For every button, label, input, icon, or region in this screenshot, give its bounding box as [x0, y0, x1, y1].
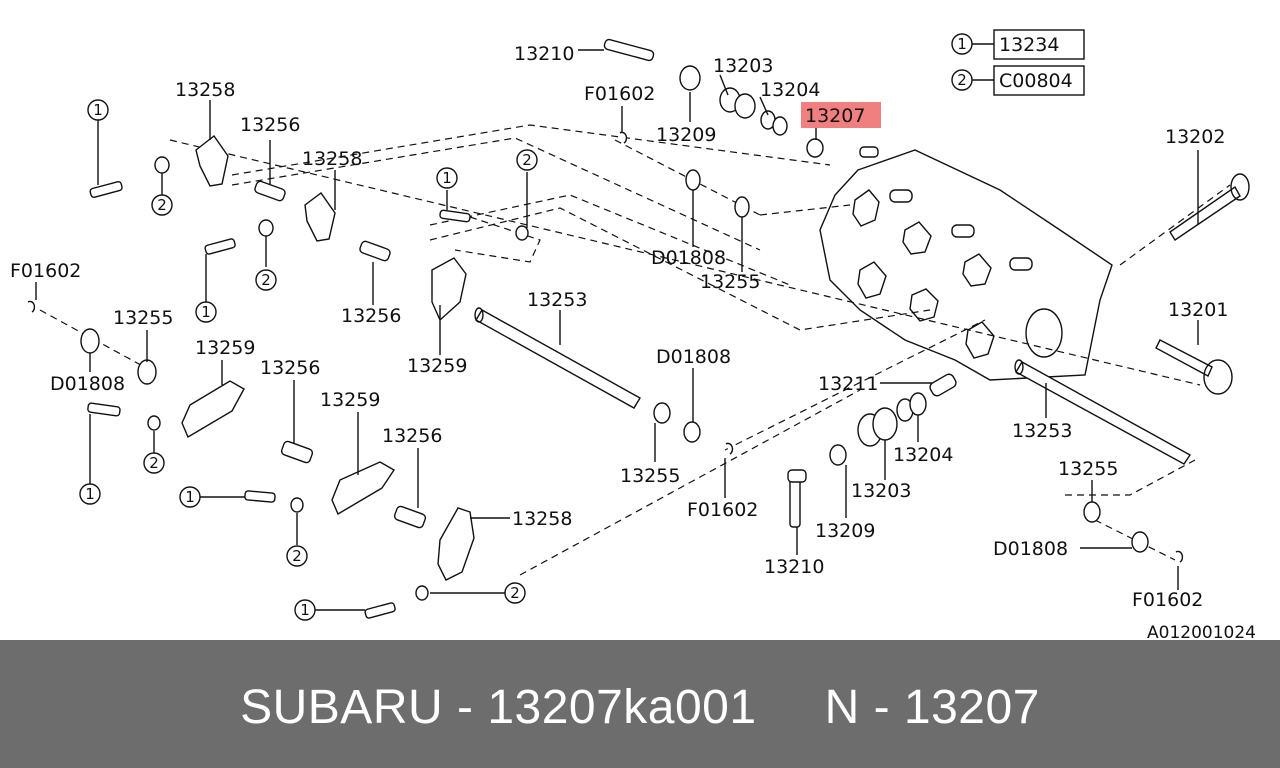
- separator: -: [443, 681, 488, 734]
- legend-part-1: 13234: [999, 34, 1059, 56]
- label-13256-low2: 13256: [382, 425, 442, 447]
- label-13203-low: 13203: [851, 480, 911, 502]
- spring-train-top: [603, 38, 824, 218]
- exploded-parts-diagram: 1 13234 2 C00804: [10, 29, 1256, 640]
- label-13259-mid: 13259: [407, 355, 467, 377]
- banner-text: SUBARU - 13207ka001 N - 13207: [0, 680, 1280, 735]
- marker-1: 1: [300, 601, 310, 619]
- label-13209-top: 13209: [656, 124, 716, 146]
- marker-2: 2: [149, 454, 159, 472]
- marker-1: 1: [201, 303, 211, 321]
- marker-1: 1: [442, 169, 452, 187]
- label-13211: 13211: [818, 373, 878, 395]
- valves: [1155, 173, 1250, 395]
- label-13201: 13201: [1168, 299, 1228, 321]
- label-13210-low: 13210: [764, 556, 824, 578]
- label-13256-mid: 13256: [341, 305, 401, 327]
- cylinder-head: [819, 146, 1113, 381]
- label-d01808-right: D01808: [993, 538, 1068, 560]
- callout-labels: 13210 13203 13204 13207 F01602 13209 132…: [10, 43, 1256, 640]
- marker-2: 2: [292, 547, 302, 565]
- marker-1: 1: [185, 488, 195, 506]
- label-d01808-left: D01808: [50, 373, 125, 395]
- label-d01808-mid: D01808: [656, 346, 731, 368]
- label-13256-top: 13256: [240, 114, 300, 136]
- label-13204-top: 13204: [760, 79, 820, 101]
- label-f01602-left: F01602: [10, 260, 81, 282]
- label-13255-top: 13255: [700, 271, 760, 293]
- marker-2: 2: [510, 584, 520, 602]
- label-f01602-right: F01602: [1132, 589, 1203, 611]
- highlight-13207: [801, 102, 881, 128]
- label-13255-left: 13255: [113, 307, 173, 329]
- label-13204-low: 13204: [893, 444, 953, 466]
- label-13258-top: 13258: [175, 79, 235, 101]
- marker-2: 2: [157, 196, 167, 214]
- ref-number: 13207: [903, 681, 1040, 734]
- label-13203-top: 13203: [713, 55, 773, 77]
- label-13255-mid: 13255: [620, 465, 680, 487]
- legend-part-2: C00804: [999, 70, 1073, 92]
- part-number: 13207ka001: [487, 681, 757, 734]
- rocker-shafts: [474, 307, 1192, 465]
- marker-1: 1: [85, 485, 95, 503]
- ref-prefix: N: [824, 681, 860, 734]
- label-13258-mid: 13258: [302, 148, 362, 170]
- part-number-banner: SUBARU - 13207ka001 N - 13207: [0, 640, 1280, 768]
- legend-marker-1: 1: [957, 35, 967, 53]
- label-13258-low: 13258: [512, 508, 572, 530]
- brand-name: SUBARU: [240, 681, 444, 734]
- marker-2: 2: [522, 151, 532, 169]
- label-13253-mid: 13253: [527, 289, 587, 311]
- leader-lines: [35, 49, 1199, 611]
- label-13209-low: 13209: [815, 520, 875, 542]
- marker-1: 1: [93, 101, 103, 119]
- label-13256-low: 13256: [260, 357, 320, 379]
- label-13207: 13207: [805, 105, 865, 127]
- label-13202: 13202: [1165, 126, 1225, 148]
- label-13259-low: 13259: [320, 389, 380, 411]
- label-13210-top: 13210: [514, 43, 574, 65]
- label-13259-left: 13259: [195, 337, 255, 359]
- marker-2: 2: [261, 271, 271, 289]
- figure-code: A012001024: [1147, 623, 1256, 640]
- label-13255-right: 13255: [1058, 458, 1118, 480]
- label-d01808-top: D01808: [651, 247, 726, 269]
- label-f01602-top: F01602: [584, 83, 655, 105]
- label-13253-right: 13253: [1012, 420, 1072, 442]
- separator: -: [859, 681, 904, 734]
- reference-markers: 1 2 2 1 2 1 1 2 1 2 1 2: [79, 99, 538, 621]
- legend-marker-2: 2: [957, 71, 967, 89]
- label-f01602-mid: F01602: [687, 499, 758, 521]
- rocker-arms: [27, 134, 1184, 619]
- legend: 1 13234 2 C00804: [951, 29, 1085, 96]
